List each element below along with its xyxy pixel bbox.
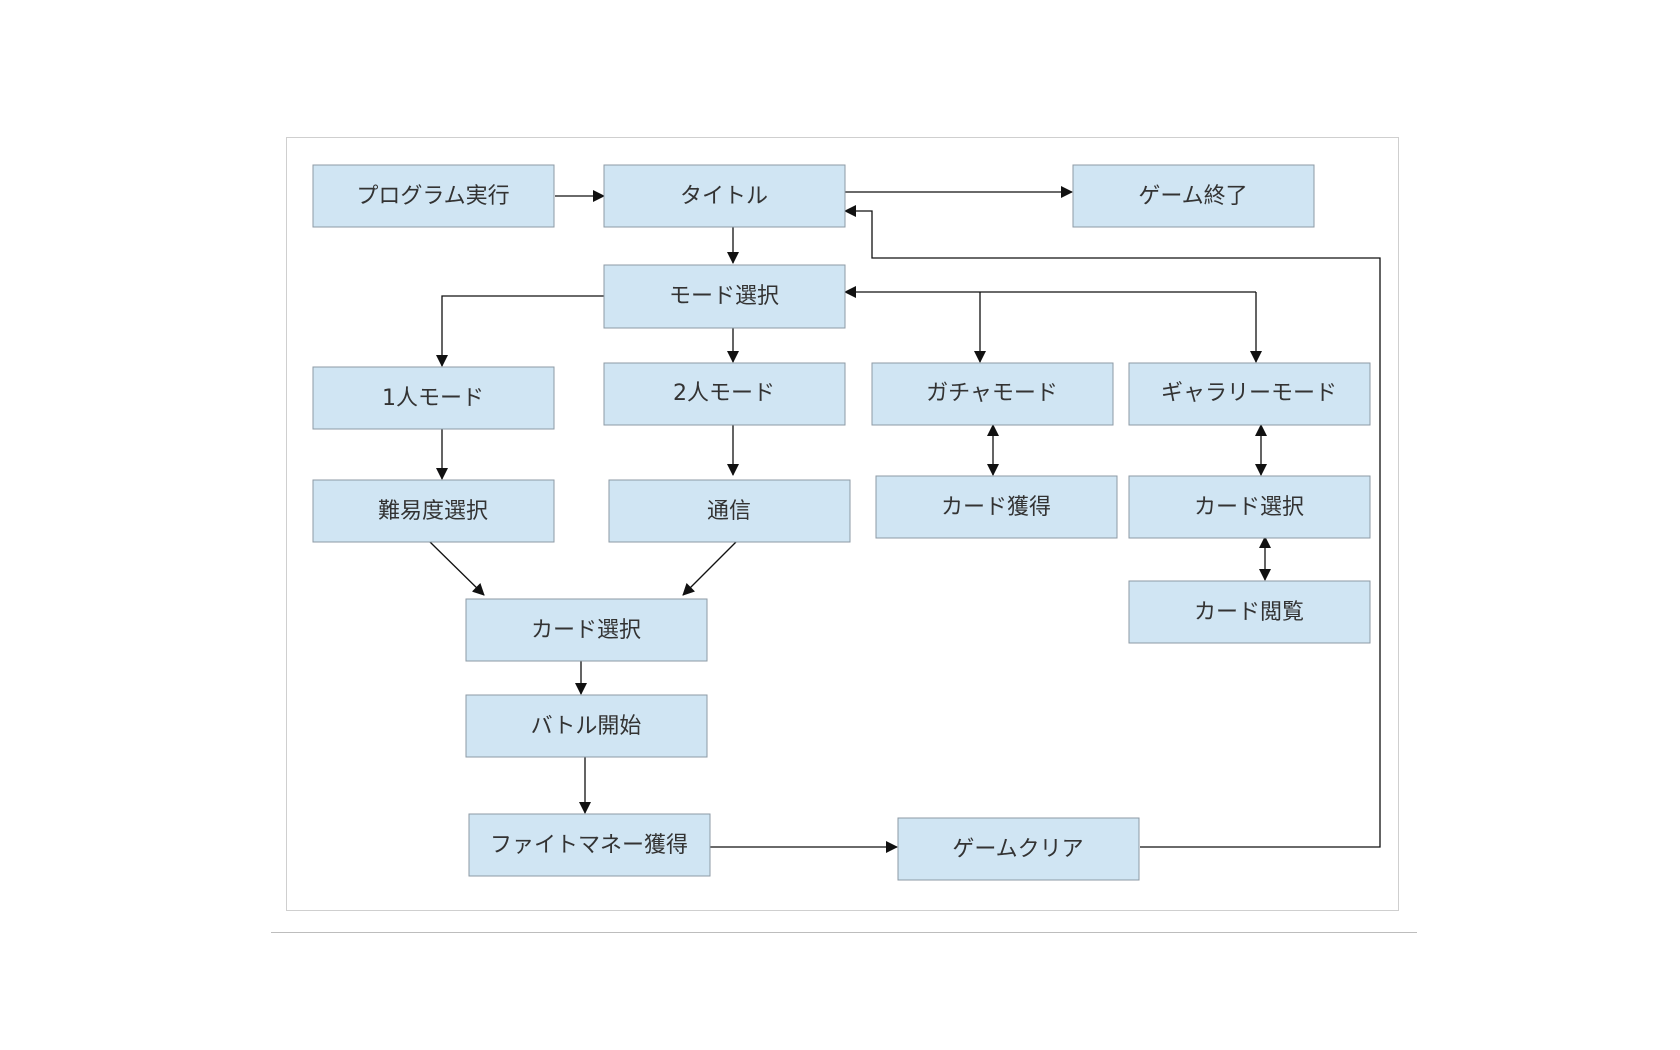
node-label: 通信	[707, 499, 751, 524]
node-card-get[interactable]: カード獲得	[875, 475, 1118, 539]
node-fight-money-get[interactable]: ファイトマネー獲得	[468, 813, 711, 877]
node-mode-select[interactable]: モード選択	[603, 264, 846, 329]
edge-game-clear-to-title	[844, 205, 1381, 848]
node-title[interactable]: タイトル	[603, 164, 846, 228]
node-label: バトル開始	[531, 714, 642, 739]
edge-communication-to-battle-card-select	[682, 541, 737, 596]
node-gacha-mode[interactable]: ガチャモード	[871, 362, 1114, 426]
node-label: ゲーム終了	[1138, 184, 1247, 209]
node-label: カード閲覧	[1194, 600, 1304, 625]
node-one-player-mode[interactable]: 1人モード	[312, 366, 555, 430]
node-game-end[interactable]: ゲーム終了	[1072, 164, 1315, 228]
node-label: ファイトマネー獲得	[490, 833, 688, 858]
page-divider	[271, 932, 1417, 933]
node-game-clear[interactable]: ゲームクリア	[897, 817, 1140, 881]
node-label: タイトル	[680, 184, 768, 209]
node-program-run[interactable]: プログラム実行	[312, 164, 555, 228]
node-label: 難易度選択	[378, 499, 488, 524]
node-battle-start[interactable]: バトル開始	[465, 694, 708, 758]
edge-difficulty-to-battle-card-select	[429, 541, 485, 596]
node-label: ガチャモード	[926, 381, 1058, 406]
node-label: ゲームクリア	[952, 837, 1083, 862]
node-label: カード選択	[531, 618, 641, 643]
node-communication[interactable]: 通信	[608, 479, 851, 543]
node-label: カード獲得	[941, 495, 1051, 520]
node-label: プログラム実行	[356, 184, 509, 209]
node-gallery-mode[interactable]: ギャラリーモード	[1128, 362, 1371, 426]
edges	[429, 186, 1381, 853]
node-label: 1人モード	[382, 386, 484, 411]
node-label: カード選択	[1194, 495, 1304, 520]
node-battle-card-select[interactable]: カード選択	[465, 598, 708, 662]
node-label: ギャラリーモード	[1161, 381, 1337, 406]
node-two-player-mode[interactable]: 2人モード	[603, 362, 846, 426]
node-label: モード選択	[669, 284, 779, 309]
node-card-view[interactable]: カード閲覧	[1128, 580, 1371, 644]
node-label: 2人モード	[673, 381, 775, 406]
edge-mode-select-to-one-player-mode	[436, 295, 604, 367]
node-gallery-card-select[interactable]: カード選択	[1128, 475, 1371, 539]
node-difficulty-select[interactable]: 難易度選択	[312, 479, 555, 543]
